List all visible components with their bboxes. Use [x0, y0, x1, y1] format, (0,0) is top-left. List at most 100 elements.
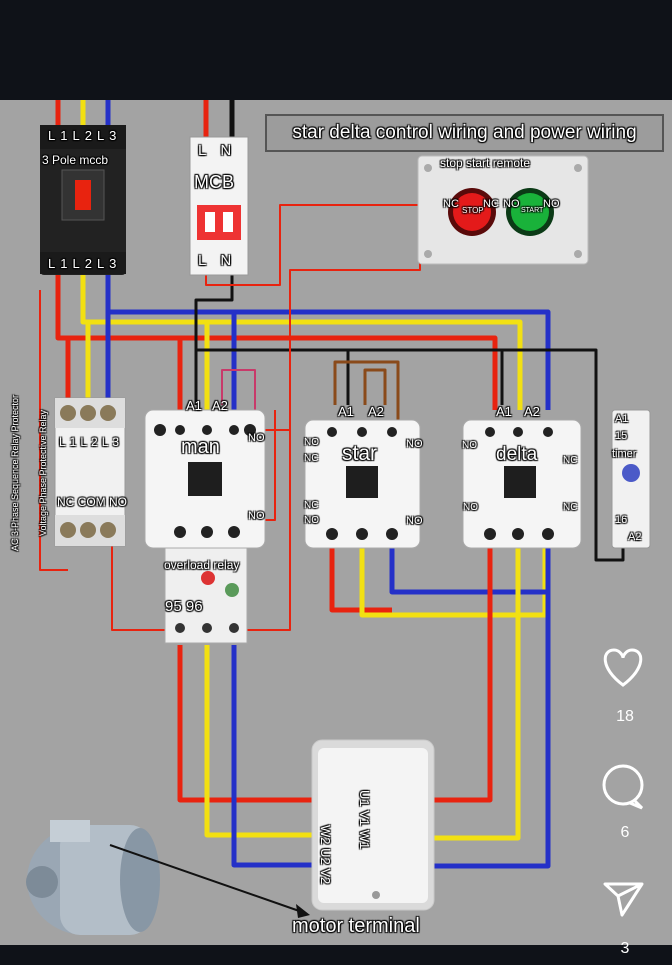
heart-icon[interactable] — [603, 648, 643, 687]
protector-vertical-label-2: Voltage Phase Protective Relay — [38, 409, 48, 537]
motor-terminal-top-row: W2 U2 V2 — [318, 825, 333, 884]
mccb-bottom-l1: L1 — [48, 256, 73, 271]
delta-no: NO — [462, 440, 477, 451]
delta-a1: A1 — [496, 404, 512, 419]
wire-motor-red — [177, 645, 350, 803]
wire-control-aux — [262, 410, 276, 521]
terminal-v1: V1 — [357, 810, 372, 827]
mccb-top-l3: L3 — [96, 128, 122, 143]
remote-no2: NO — [543, 198, 560, 210]
wire-yellow-bus — [80, 275, 523, 410]
protector-l3: L3 — [101, 435, 124, 449]
star-a2: A2 — [368, 404, 384, 419]
timer-a2: A2 — [628, 531, 642, 543]
overload-label: overload relay — [164, 558, 240, 572]
mccb-bottom-l3: L3 — [96, 256, 122, 271]
timer-16: 16 — [615, 514, 628, 526]
likes-count: 18 — [616, 708, 634, 725]
wire-blue-bus — [105, 275, 551, 410]
terminal-v2: V2 — [318, 868, 333, 885]
diagram-title: star delta control wiring and power wiri… — [265, 114, 664, 152]
protector-l2: L2 — [80, 435, 102, 449]
mcb-bottom-n: N — [220, 252, 246, 269]
star-nc-bottom: NC — [304, 500, 319, 511]
wire-motor-blue — [231, 645, 350, 868]
motor-terminal-label: motor terminal — [292, 915, 420, 937]
terminal-w2: W2 — [318, 825, 333, 845]
motor-pointer-line — [109, 844, 306, 914]
wire-star-blue — [389, 548, 548, 595]
wire-delta-yellow — [405, 548, 521, 841]
remote-nc2: NC — [483, 198, 499, 210]
main-contactor-label: man — [181, 436, 220, 458]
start-button[interactable] — [511, 193, 549, 231]
wire-control-neutral — [194, 275, 234, 405]
mccb-top-l2: L2 — [72, 128, 97, 143]
motor-terminal-box — [311, 739, 435, 911]
delta-nc-bottom: NC — [563, 502, 578, 513]
main-no-bottom: NO — [248, 510, 265, 522]
timer-dial[interactable] — [622, 464, 640, 482]
star-no-right: NO — [406, 438, 423, 450]
mcb-top-terminals: LN — [198, 142, 245, 159]
mccb-top-l1: L1 — [48, 128, 73, 143]
shares-count: 3 — [620, 940, 630, 957]
star-contactor — [304, 419, 421, 549]
mccb-bottom-l2: L2 — [72, 256, 97, 271]
protector-contacts: NC COM NO — [57, 495, 127, 509]
mccb-bottom-terminals: L1L2L3 — [48, 256, 121, 271]
share-icon[interactable] — [603, 882, 644, 917]
wire-red-bus — [55, 275, 498, 410]
diagram-canvas — [0, 100, 672, 945]
mcb-label: MCB — [194, 172, 234, 192]
protector-l1: L1 — [59, 435, 81, 449]
timer-label: timer — [612, 448, 637, 460]
wire-delta-blue — [405, 548, 551, 869]
comments-count: 6 — [620, 824, 630, 841]
delta-nc: NC — [563, 455, 578, 466]
mccb-toggle[interactable] — [75, 180, 91, 210]
mcb-breaker — [189, 136, 249, 276]
mcb-bottom-l: L — [198, 252, 221, 269]
wiring-diagram — [26, 100, 651, 935]
motor — [26, 820, 160, 935]
main-contactor — [144, 409, 266, 549]
mccb-breaker — [40, 125, 126, 275]
mccb-label: 3 Pole mccb — [42, 153, 109, 167]
terminal-u2: U2 — [318, 848, 333, 865]
wire-star-yellow — [359, 548, 548, 618]
delta-contactor-label: delta — [496, 444, 538, 465]
timer-15: 15 — [615, 430, 628, 442]
terminal-u1: U1 — [357, 790, 372, 807]
timer-relay — [611, 409, 651, 549]
mcb-toggle-1[interactable] — [205, 212, 215, 232]
terminal-w1: W1 — [357, 829, 372, 850]
star-no-bottom: NO — [304, 515, 319, 526]
stop-button[interactable] — [453, 193, 491, 231]
wire-brown-star-1 — [333, 360, 400, 420]
social-icons — [602, 648, 644, 917]
stop-label: STOP — [462, 206, 484, 215]
main-no-top: NO — [248, 432, 265, 444]
mcb-toggle-2[interactable] — [223, 212, 233, 232]
delta-contactor — [462, 419, 582, 549]
mcb-top-n: N — [220, 142, 246, 159]
main-a2: A2 — [212, 398, 228, 413]
star-no: NO — [304, 437, 319, 448]
phase-sequence-relay — [54, 397, 126, 547]
timer-a1: A1 — [615, 413, 629, 425]
wire-control-line-stop — [205, 204, 430, 286]
protector-terminals: L1L2L3 — [59, 435, 123, 449]
start-label: START — [521, 207, 544, 214]
wire-brown-star-2 — [363, 368, 387, 405]
wire-star-red — [329, 548, 392, 613]
top-black-bar — [0, 0, 672, 100]
motor-pointer-arrow — [296, 904, 310, 918]
bottom-black-bar — [0, 945, 672, 965]
overload-contacts: 95 96 — [165, 598, 203, 615]
star-nc: NC — [304, 453, 319, 464]
stop-start-remote — [417, 155, 589, 265]
main-a1: A1 — [186, 398, 202, 413]
wire-coil-main — [221, 369, 256, 420]
comment-icon[interactable] — [602, 764, 644, 806]
